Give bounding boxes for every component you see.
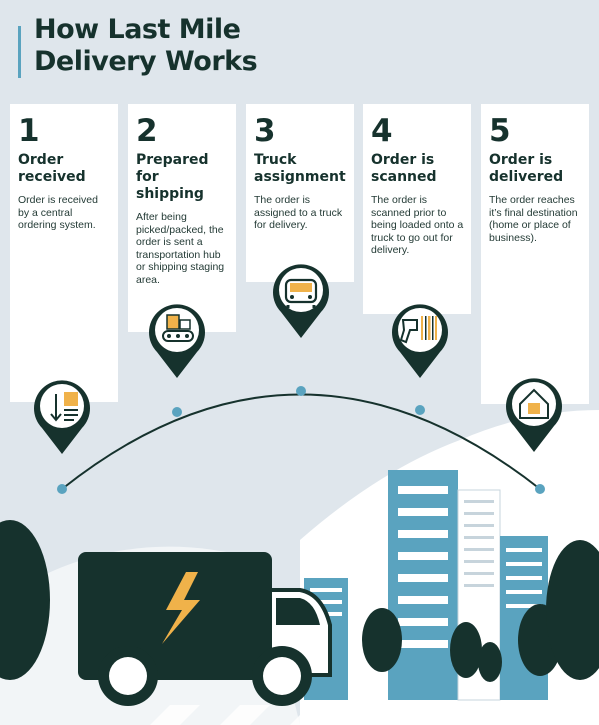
step-heading: Order received (18, 152, 86, 185)
step-card-5: 5 Order is delivered The order reaches i… (481, 104, 589, 404)
step-card-2: 2 Prepared for shipping After being pick… (128, 104, 236, 332)
step-pin-4 (392, 304, 449, 378)
barcode-scanner-icon (399, 316, 437, 344)
building-white-windows (464, 500, 494, 587)
title-line-2: Delivery Works (34, 46, 258, 77)
step-description: The order is scanned prior to being load… (371, 194, 464, 256)
delivery-truck-illustration (78, 552, 332, 706)
road-stripes (150, 705, 550, 725)
step-heading: Order is delivered (489, 152, 564, 185)
building-right-windows (506, 548, 542, 608)
step-card-4: 4 Order is scanned The order is scanned … (363, 104, 471, 314)
step-pin-1 (34, 380, 91, 454)
step-description: After being picked/packed, the order is … (136, 211, 225, 286)
route-dots (57, 386, 545, 494)
order-list-icon (50, 392, 78, 422)
step-pin-2 (149, 304, 205, 378)
step-description: Order is received by a central ordering … (18, 194, 98, 231)
step-pin-5 (506, 378, 563, 452)
step-description: The order is assigned to a truck for del… (254, 194, 343, 231)
step-number: 3 (254, 113, 276, 149)
step-card-1: 1 Order received Order is received by a … (10, 104, 118, 402)
step-number: 5 (489, 113, 511, 149)
step-number: 2 (136, 113, 158, 149)
title-accent-bar (18, 26, 21, 78)
house-package-icon (519, 388, 549, 419)
step-number: 4 (371, 113, 393, 149)
step-number: 1 (18, 113, 40, 149)
step-heading: Truck assignment (254, 152, 346, 185)
step-card-3: 3 Truck assignment The order is assigned… (246, 104, 354, 282)
step-heading: Prepared for shipping (136, 152, 209, 202)
title-line-1: How Last Mile (34, 14, 241, 45)
trees (0, 520, 599, 682)
step-heading: Order is scanned (371, 152, 437, 185)
step-description: The order reaches it’s final destination… (489, 194, 578, 244)
page-title: How Last Mile Delivery Works (34, 14, 258, 78)
step-pin-3 (273, 264, 330, 338)
building-tall-windows (398, 486, 448, 648)
lightning-bolt-icon (162, 572, 200, 644)
delivery-truck-icon (284, 278, 318, 308)
conveyor-belt-icon (162, 314, 194, 342)
